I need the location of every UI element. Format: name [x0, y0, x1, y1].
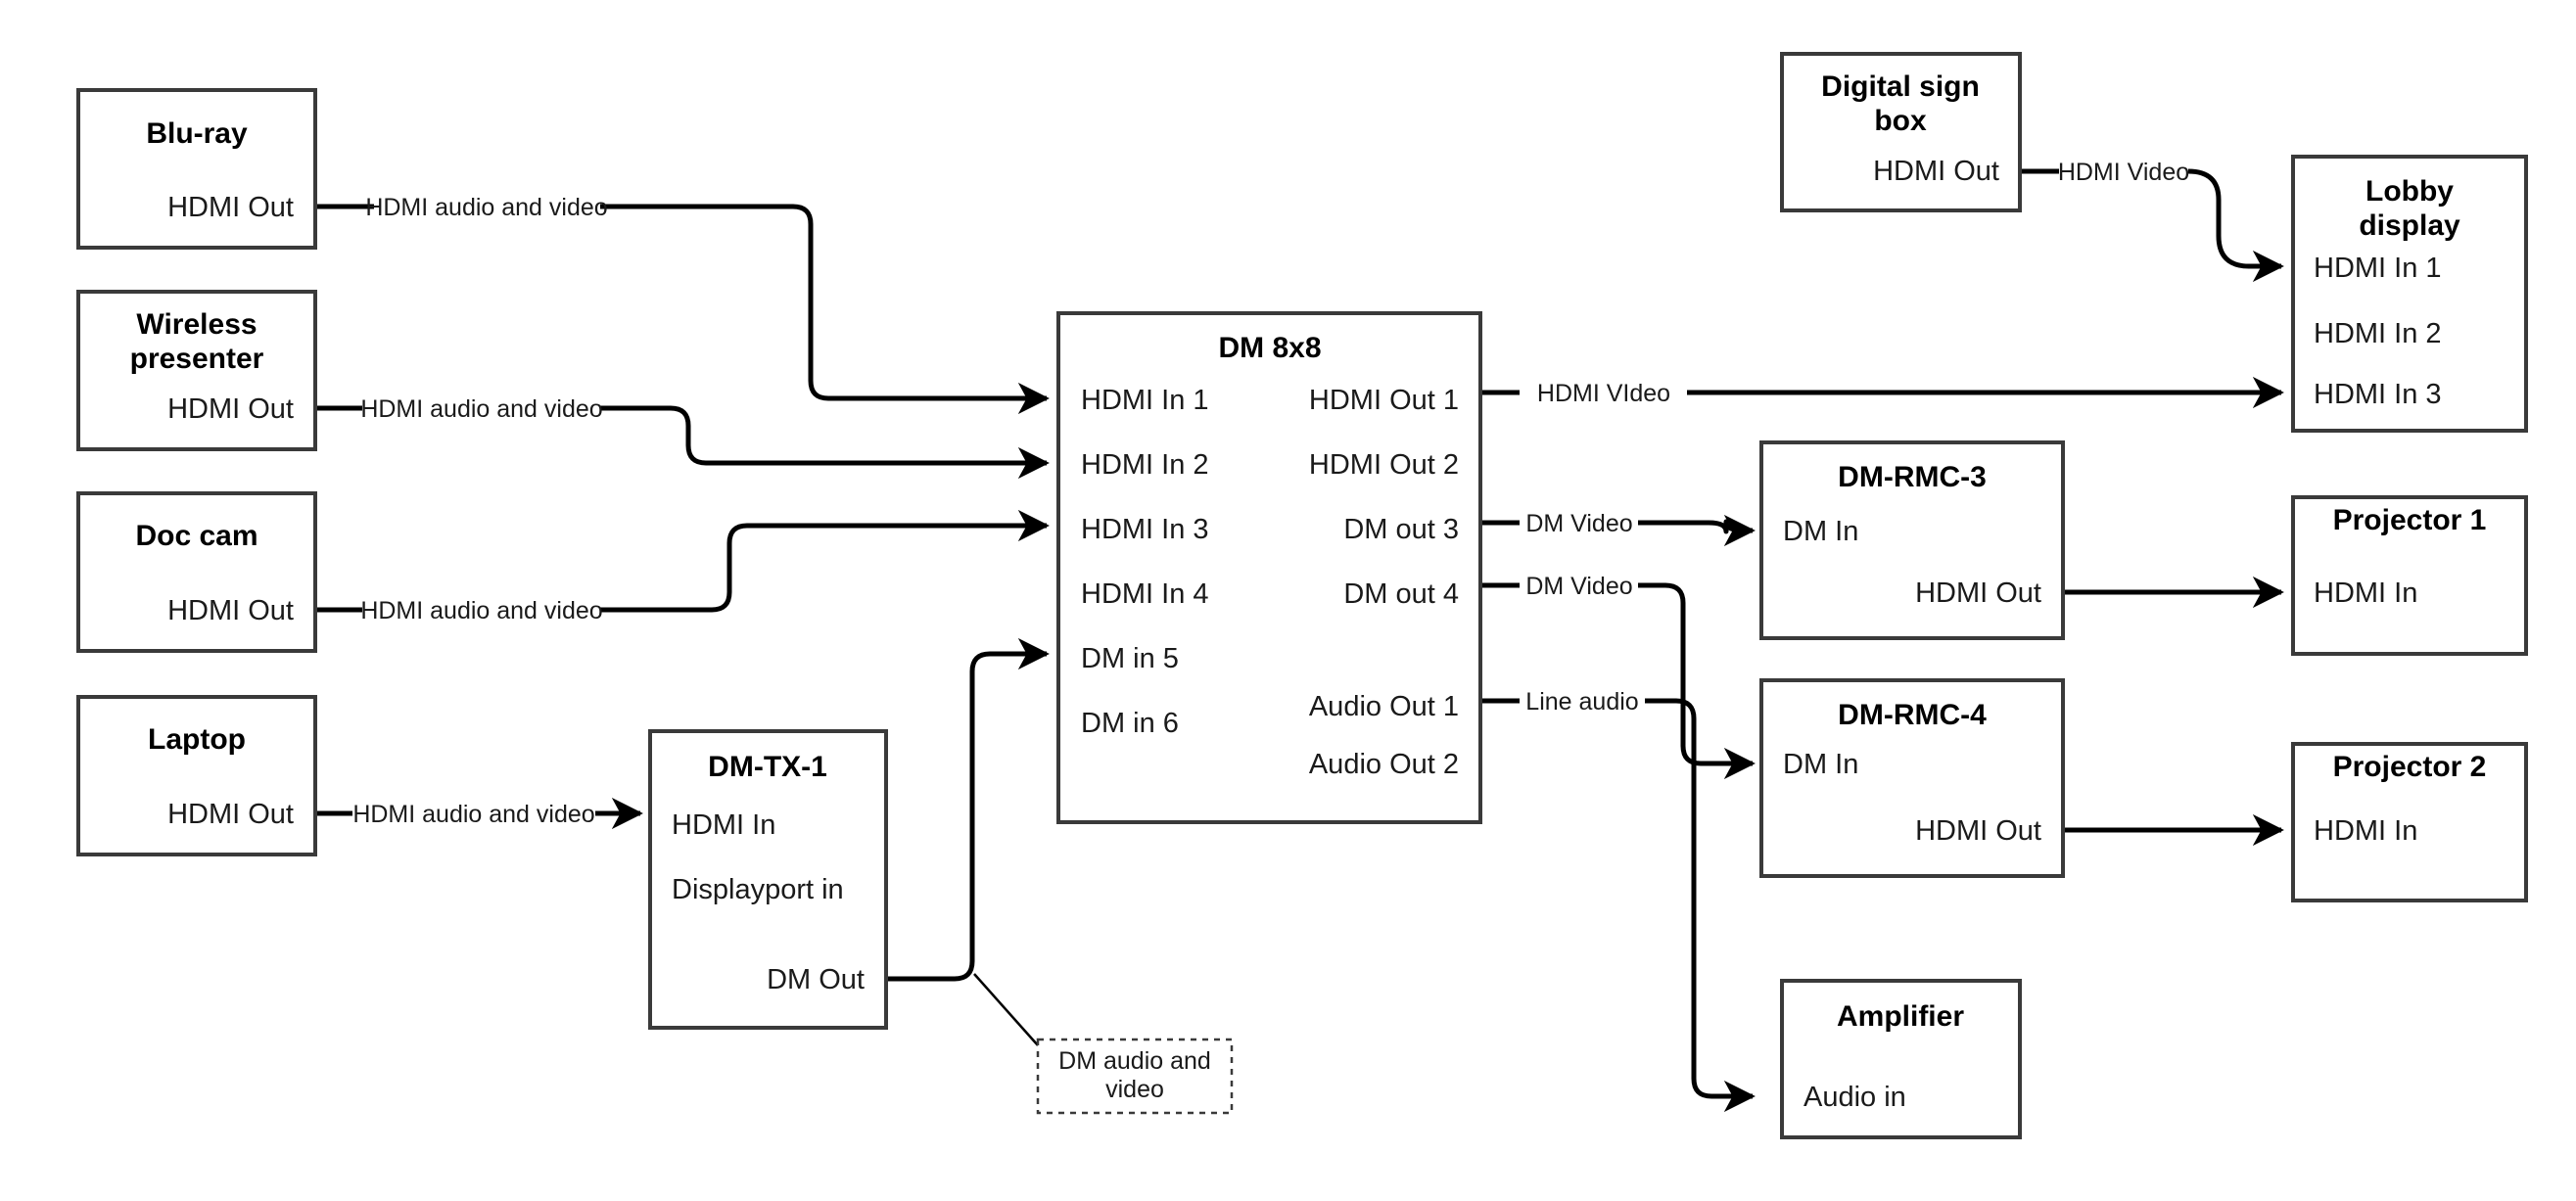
node-projector-1[interactable]: Projector 1 HDMI In [2291, 495, 2528, 656]
node-wireless-presenter-port-hdmi-out: HDMI Out [167, 393, 294, 425]
node-lobby-display-title: Lobby [2365, 175, 2454, 208]
edge-label-digitalsign: HDMI Video [2058, 159, 2189, 186]
node-laptop-title: Laptop [148, 723, 246, 756]
link-wireless-to-dm8x8: HDMI audio and video [315, 395, 1047, 463]
node-dm-tx-1[interactable]: DM-TX-1 HDMI In Displayport in DM Out [648, 729, 888, 1030]
node-dm-8x8-output-6: Audio Out 2 [1309, 749, 1459, 780]
node-dm-tx-1-port-displayport-in: Displayport in [672, 874, 844, 905]
edge-label-dm-video-4: DM Video [1525, 573, 1632, 600]
node-lobby-display-input-1: HDMI In 1 [2314, 253, 2442, 284]
node-dm-8x8-output-3: DM out 3 [1343, 514, 1459, 545]
note-dm-audio-and-video-line1: DM audio and [1058, 1047, 1211, 1075]
node-dm-tx-1-title: DM-TX-1 [708, 751, 827, 783]
link-laptop-to-dmtx1: HDMI audio and video [315, 801, 640, 828]
node-dm-rmc-4-title: DM-RMC-4 [1838, 699, 1987, 731]
node-wireless-presenter-title2: presenter [130, 343, 264, 375]
link-dmtx1-to-dm8x8 [886, 637, 1050, 1046]
node-dm-8x8-input-5: DM in 5 [1081, 643, 1179, 674]
node-dm-rmc-3-title: DM-RMC-3 [1838, 461, 1987, 493]
node-dm-8x8-input-6: DM in 6 [1081, 708, 1179, 739]
node-laptop-port-hdmi-out: HDMI Out [167, 799, 294, 830]
node-dm-8x8-output-1: HDMI Out 1 [1309, 385, 1459, 416]
edge-label-wireless: HDMI audio and video [360, 395, 602, 423]
node-dm-8x8-input-2: HDMI In 2 [1081, 449, 1209, 481]
link-doccam-to-dm8x8: HDMI audio and video [315, 526, 1047, 624]
link-digitalsign-to-lobby: HDMI Video [2020, 159, 2281, 266]
node-lobby-display-input-3: HDMI In 3 [2314, 379, 2442, 410]
node-dm-rmc-4-port-dm-in: DM In [1783, 749, 1858, 780]
node-lobby-display-title2: display [2359, 209, 2460, 242]
node-dm-8x8-title: DM 8x8 [1218, 332, 1321, 364]
node-bluray-title: Blu-ray [146, 117, 248, 150]
node-projector-2[interactable]: Projector 2 HDMI In [2291, 742, 2528, 902]
node-dm-rmc-3[interactable]: DM-RMC-3 DM In HDMI Out [1759, 440, 2065, 640]
node-projector-1-port-hdmi-in: HDMI In [2314, 577, 2417, 609]
link-dm8x8-to-rmc4: DM Video [1480, 573, 1753, 763]
edge-label-dm-video-3: DM Video [1525, 510, 1632, 537]
node-amplifier[interactable]: Amplifier Audio in [1780, 979, 2022, 1139]
note-dm-audio-and-video: DM audio and video [1036, 1038, 1234, 1115]
node-dm-8x8-output-5: Audio Out 1 [1309, 691, 1459, 722]
node-projector-1-title: Projector 1 [2333, 504, 2487, 536]
note-dm-audio-and-video-line2: video [1105, 1076, 1164, 1103]
edge-label-doccam: HDMI audio and video [360, 597, 602, 624]
node-dm-8x8-input-4: HDMI In 4 [1081, 578, 1209, 610]
node-lobby-display[interactable]: Lobby display HDMI In 1 HDMI In 2 HDMI I… [2291, 155, 2528, 433]
node-digital-sign-box-title: Digital sign [1821, 70, 1980, 103]
node-digital-sign-box-title2: box [1874, 105, 1927, 137]
node-dm-8x8-input-3: HDMI In 3 [1081, 514, 1209, 545]
node-dm-rmc-3-port-hdmi-out: HDMI Out [1915, 577, 2041, 609]
node-dm-8x8[interactable]: DM 8x8 HDMI In 1 HDMI In 2 HDMI In 3 HDM… [1056, 311, 1482, 824]
node-amplifier-title: Amplifier [1837, 1000, 1964, 1033]
edge-label-bluray: HDMI audio and video [365, 194, 607, 221]
node-laptop[interactable]: Laptop HDMI Out [76, 695, 317, 856]
edge-label-hdmi-video: HDMI VIdeo [1537, 380, 1670, 407]
node-lobby-display-input-2: HDMI In 2 [2314, 318, 2442, 349]
edge-label-laptop: HDMI audio and video [352, 801, 594, 828]
node-digital-sign-box-port-hdmi-out: HDMI Out [1873, 156, 1999, 187]
node-amplifier-port-audio-in: Audio in [1803, 1082, 1906, 1113]
node-dm-tx-1-port-dm-out: DM Out [767, 964, 865, 995]
node-projector-2-port-hdmi-in: HDMI In [2314, 815, 2417, 847]
node-dm-tx-1-port-hdmi-in: HDMI In [672, 809, 775, 841]
node-dm-rmc-4[interactable]: DM-RMC-4 DM In HDMI Out [1759, 678, 2065, 878]
node-digital-sign-box[interactable]: Digital sign box HDMI Out [1780, 52, 2022, 212]
node-doc-cam-port-hdmi-out: HDMI Out [167, 595, 294, 626]
node-doc-cam-title: Doc cam [135, 520, 258, 552]
node-dm-8x8-output-4: DM out 4 [1343, 578, 1459, 610]
edge-label-line-audio: Line audio [1525, 688, 1638, 716]
node-wireless-presenter-title: Wireless [136, 308, 257, 341]
link-dm8x8-to-lobby: HDMI VIdeo [1480, 380, 2281, 407]
node-dm-8x8-input-1: HDMI In 1 [1081, 385, 1209, 416]
link-dm8x8-to-amplifier: Line audio [1480, 688, 1753, 1096]
node-bluray[interactable]: Blu-ray HDMI Out [76, 88, 317, 250]
node-dm-rmc-4-port-hdmi-out: HDMI Out [1915, 815, 2041, 847]
node-bluray-port-hdmi-out: HDMI Out [167, 192, 294, 223]
node-wireless-presenter[interactable]: Wireless presenter HDMI Out [76, 290, 317, 451]
link-bluray-to-dm8x8: HDMI audio and video [315, 194, 1047, 398]
node-dm-8x8-output-2: HDMI Out 2 [1309, 449, 1459, 481]
node-projector-2-title: Projector 2 [2333, 751, 2487, 783]
link-dm8x8-to-rmc3: DM Video [1480, 510, 1753, 537]
node-dm-rmc-3-port-dm-in: DM In [1783, 516, 1858, 547]
node-doc-cam[interactable]: Doc cam HDMI Out [76, 491, 317, 653]
